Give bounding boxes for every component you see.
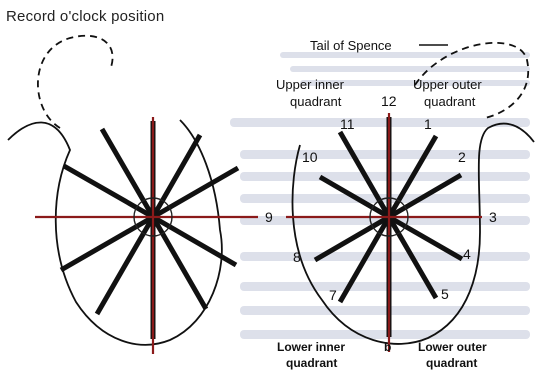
clock-number-5: 5 [441,286,449,302]
figure-letter: b [384,340,391,354]
clock-number-7: 7 [329,287,337,303]
upper-outer-label-line2: quadrant [424,94,476,109]
upper-outer-label-line1: Upper outer [413,77,482,92]
clock-number-9: 9 [265,209,273,225]
clock-number-11: 11 [340,116,355,132]
clock-number-1: 1 [424,116,432,132]
clock-number-4: 4 [463,246,471,262]
lower-inner-label-line1: Lower inner [277,340,345,354]
tail-of-spence-label: Tail of Spence [310,38,392,53]
clock-number-8: 8 [293,249,301,265]
upper-inner-label-line2: quadrant [290,94,342,109]
clock-number-2: 2 [458,149,466,165]
clock-number-10: 10 [302,149,318,165]
lower-inner-label-line2: quadrant [286,356,337,370]
left-breast [8,36,258,354]
upper-inner-label-line1: Upper inner [276,77,345,92]
lower-outer-label-line1: Lower outer [418,340,487,354]
clock-number-3: 3 [489,209,497,225]
lower-outer-label-line2: quadrant [426,356,477,370]
left-axillary-tail-outline [38,36,113,128]
clock-number-12: 12 [381,93,397,109]
